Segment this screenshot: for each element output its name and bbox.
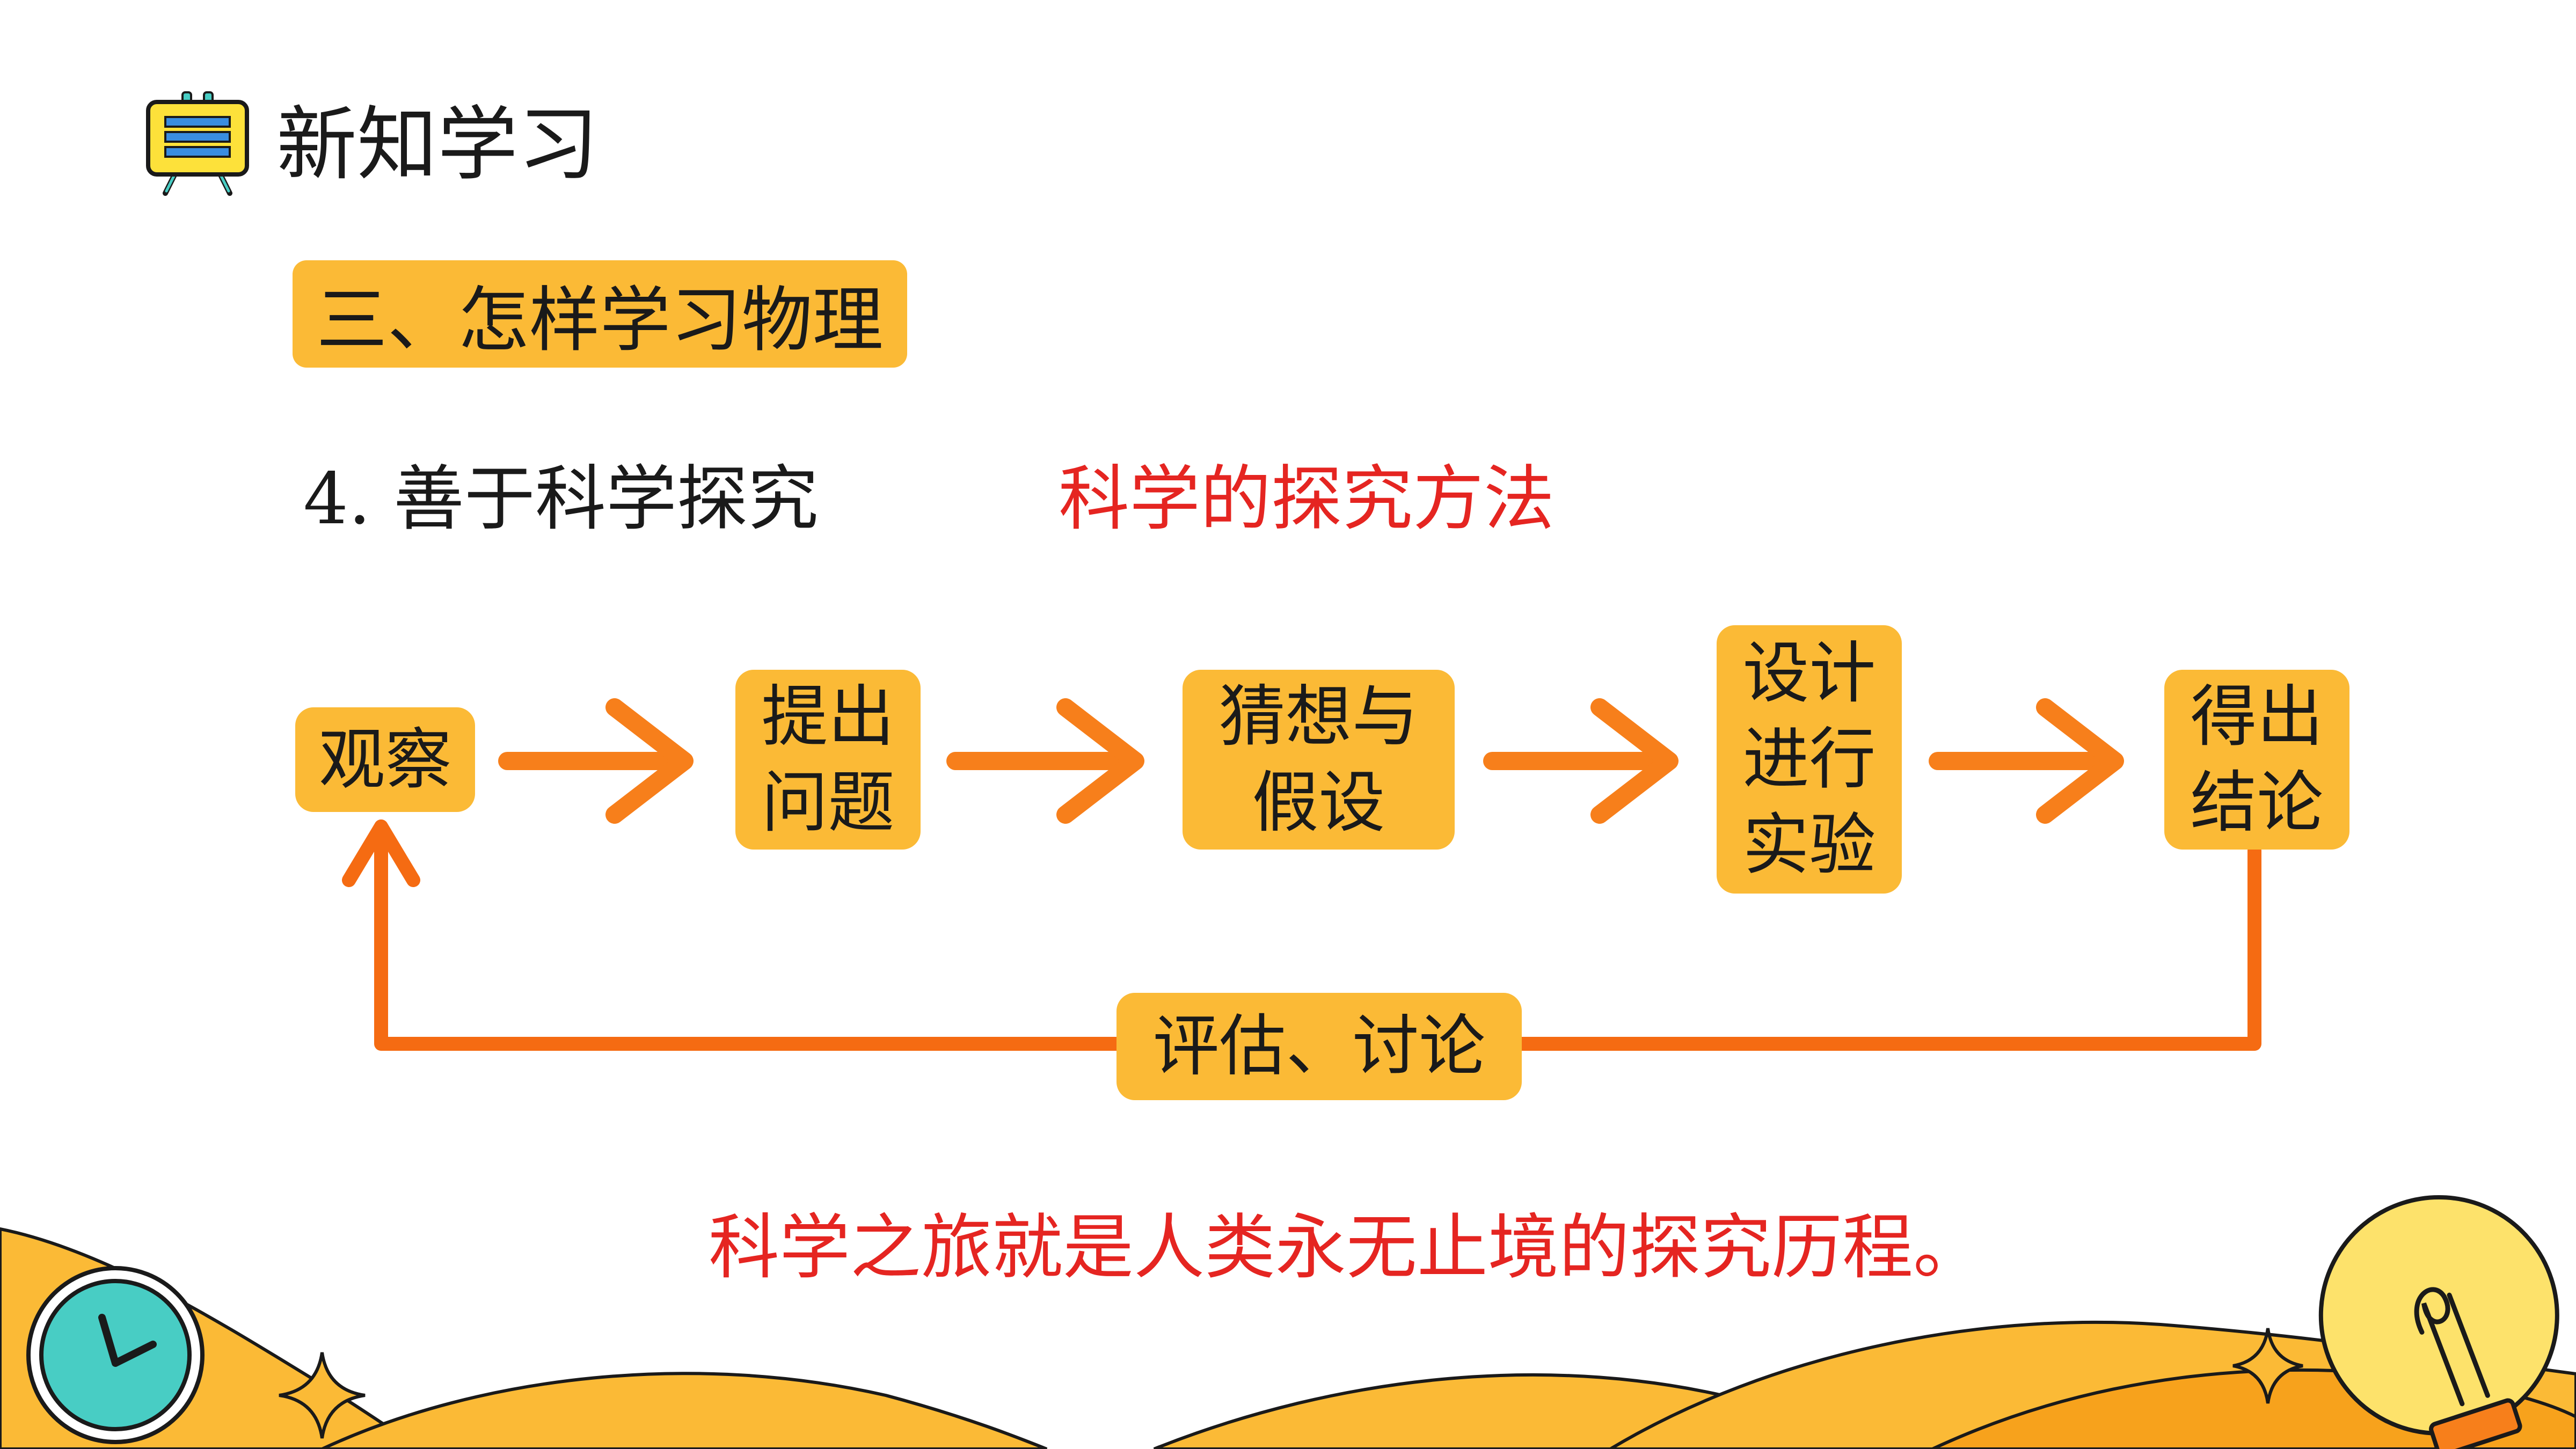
sparkle-icon bbox=[279, 1352, 366, 1439]
sparkle-icon bbox=[2232, 1328, 2303, 1404]
step-experiment: 设计 进行 实验 bbox=[1717, 625, 1902, 894]
method-title: 科学的探究方法 bbox=[1059, 458, 1555, 540]
easel-board-icon bbox=[146, 91, 249, 196]
lightbulb-icon bbox=[2318, 1195, 2559, 1449]
step-label: 观察 bbox=[318, 721, 452, 799]
step-label: 设计 进行 实验 bbox=[1742, 635, 1876, 884]
feedback-label: 评估、讨论 bbox=[1152, 1008, 1486, 1085]
flow-arrow bbox=[498, 698, 694, 824]
step-conclusion: 得出 结论 bbox=[2164, 670, 2349, 850]
step-label: 得出 结论 bbox=[2190, 678, 2324, 841]
section-heading: 三、怎样学习物理 bbox=[293, 260, 907, 368]
step-label: 提出 问题 bbox=[761, 678, 895, 841]
clock-icon bbox=[26, 1266, 205, 1444]
closing-statement: 科学之旅就是人类永无止境的探究历程。 bbox=[709, 1206, 1984, 1289]
topic-subheading: 4. 善于科学探究 bbox=[303, 458, 819, 540]
step-observe: 观察 bbox=[295, 707, 475, 812]
flow-arrow bbox=[946, 698, 1144, 824]
step-label: 猜想与 假设 bbox=[1218, 678, 1419, 841]
flow-arrow bbox=[1929, 698, 2124, 824]
page-title: 新知学习 bbox=[276, 98, 599, 192]
section-heading-label: 三、怎样学习物理 bbox=[316, 279, 884, 362]
step-raise-question: 提出 问题 bbox=[735, 670, 921, 850]
feedback-evaluate-discuss: 评估、讨论 bbox=[1116, 993, 1522, 1100]
flow-arrow bbox=[1483, 698, 1679, 824]
step-hypothesis: 猜想与 假设 bbox=[1183, 670, 1455, 850]
